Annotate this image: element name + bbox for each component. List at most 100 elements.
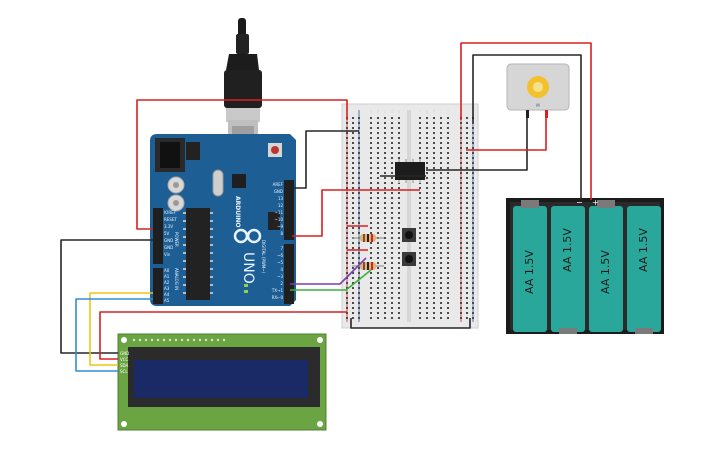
breadboard-hole: [398, 217, 400, 219]
pin-label: RX←0: [272, 295, 284, 300]
pin-label: ~10: [275, 217, 284, 222]
breadboard-hole: [460, 272, 462, 274]
breadboard-hole: [440, 172, 442, 174]
breadboard-hole: [377, 167, 379, 169]
breadboard-hole: [426, 227, 428, 229]
breadboard-hole: [370, 307, 372, 309]
breadboard-hole: [346, 237, 348, 239]
breadboard-hole: [472, 207, 474, 209]
breadboard-hole: [377, 247, 379, 249]
pin-label: 12: [278, 203, 284, 208]
breadboard-hole: [433, 202, 435, 204]
breadboard-hole: [384, 157, 386, 159]
breadboard-hole: [384, 192, 386, 194]
breadboard-hole: [358, 162, 360, 164]
breadboard-hole: [384, 222, 386, 224]
breadboard-hole: [447, 252, 449, 254]
breadboard-hole: [472, 292, 474, 294]
breadboard-hole: [377, 152, 379, 154]
breadboard-hole: [346, 207, 348, 209]
battery-cell: AA 1.5V: [513, 200, 547, 332]
breadboard-hole: [370, 312, 372, 314]
breadboard-hole: [384, 312, 386, 314]
column-letter: a: [370, 109, 373, 114]
breadboard-hole: [384, 167, 386, 169]
breadboard-hole: [433, 297, 435, 299]
breadboard-hole: [358, 312, 360, 314]
breadboard-hole: [391, 157, 393, 159]
breadboard-hole: [391, 237, 393, 239]
breadboard-hole: [398, 202, 400, 204]
breadboard-hole: [398, 192, 400, 194]
breadboard-hole: [352, 182, 354, 184]
pin-label: RESET: [164, 217, 177, 222]
breadboard-hole: [384, 277, 386, 279]
breadboard-hole: [433, 212, 435, 214]
breadboard-hole: [398, 222, 400, 224]
breadboard-hole: [433, 177, 435, 179]
breadboard-hole: [426, 297, 428, 299]
breadboard-hole: [346, 167, 348, 169]
breadboard-hole: [433, 182, 435, 184]
breadboard-hole: [466, 247, 468, 249]
breadboard-hole: [391, 317, 393, 319]
breadboard-hole: [384, 197, 386, 199]
breadboard-hole: [391, 277, 393, 279]
breadboard-hole: [433, 137, 435, 139]
breadboard-hole: [398, 307, 400, 309]
arduino-brand-label: ARDUINO: [234, 196, 241, 227]
breadboard-hole: [433, 222, 435, 224]
breadboard-hole: [447, 227, 449, 229]
breadboard-hole: [370, 142, 372, 144]
pushbutton[interactable]: [402, 252, 416, 266]
breadboard-hole: [346, 317, 348, 319]
breadboard-hole: [472, 312, 474, 314]
breadboard-hole: [370, 122, 372, 124]
breadboard-hole: [346, 177, 348, 179]
breadboard-hole: [466, 122, 468, 124]
breadboard-hole: [358, 202, 360, 204]
breadboard-hole: [370, 117, 372, 119]
breadboard-hole: [391, 222, 393, 224]
breadboard-hole: [346, 157, 348, 159]
breadboard-hole: [460, 237, 462, 239]
breadboard-hole: [346, 257, 348, 259]
breadboard-hole: [440, 167, 442, 169]
breadboard-hole: [419, 287, 421, 289]
breadboard-hole: [419, 142, 421, 144]
breadboard-hole: [447, 152, 449, 154]
breadboard-hole: [358, 267, 360, 269]
breadboard-hole: [377, 257, 379, 259]
breadboard-hole: [433, 157, 435, 159]
breadboard-hole: [391, 262, 393, 264]
pushbutton[interactable]: [402, 228, 416, 242]
breadboard-hole: [447, 207, 449, 209]
breadboard-hole: [384, 232, 386, 234]
breadboard-hole: [370, 172, 372, 174]
breadboard-hole: [384, 132, 386, 134]
breadboard-hole: [384, 162, 386, 164]
breadboard-hole: [433, 127, 435, 129]
breadboard-hole: [426, 267, 428, 269]
breadboard-hole: [447, 307, 449, 309]
breadboard-hole: [352, 287, 354, 289]
breadboard-hole: [370, 167, 372, 169]
breadboard-hole: [440, 142, 442, 144]
breadboard-hole: [472, 302, 474, 304]
breadboard-hole: [398, 127, 400, 129]
breadboard-hole: [391, 162, 393, 164]
arduino-model-label: UNO: [240, 252, 256, 284]
breadboard-hole: [460, 157, 462, 159]
breadboard-hole: [440, 237, 442, 239]
breadboard-hole: [377, 187, 379, 189]
breadboard-hole: [472, 242, 474, 244]
breadboard-hole: [426, 312, 428, 314]
breadboard-hole: [466, 287, 468, 289]
breadboard-hole: [384, 302, 386, 304]
breadboard-hole: [472, 262, 474, 264]
breadboard-hole: [398, 267, 400, 269]
breadboard-hole: [460, 217, 462, 219]
breadboard-hole: [419, 317, 421, 319]
breadboard-hole: [346, 312, 348, 314]
breadboard-hole: [398, 152, 400, 154]
